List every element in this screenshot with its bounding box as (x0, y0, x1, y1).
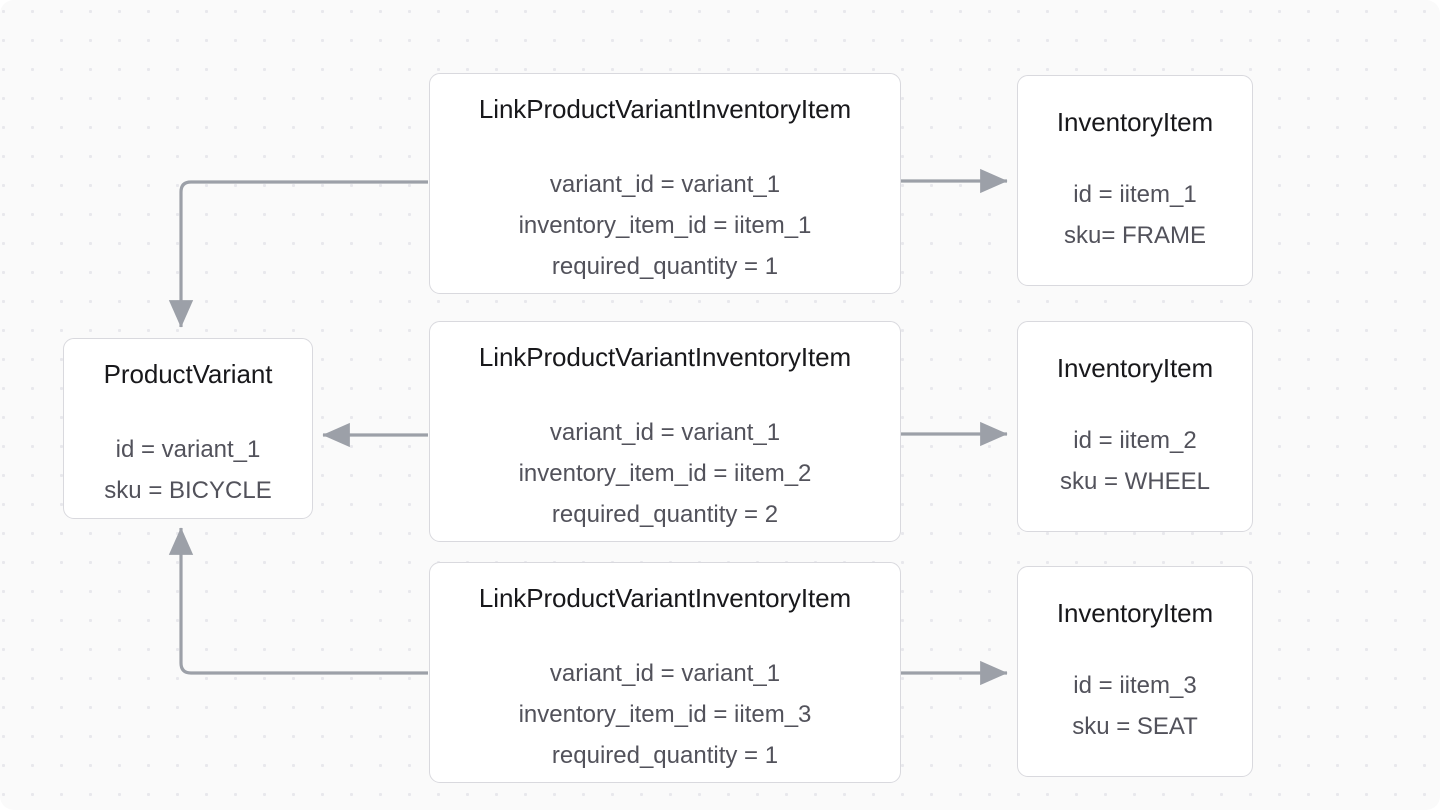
edge-link-3-to-product-variant (168, 527, 428, 675)
node-title: ProductVariant (103, 359, 273, 389)
node-attr-sku: sku = BICYCLE (104, 477, 272, 505)
node-product-variant[interactable]: ProductVariant id = variant_1 sku = BICY… (63, 338, 313, 519)
node-attributes: id = iitem_1 sku= FRAME (1064, 175, 1206, 256)
node-attr-sku: sku = SEAT (1072, 713, 1198, 741)
node-title: InventoryItem (1056, 353, 1214, 383)
node-attr-inventory-item-id: inventory_item_id = iitem_2 (518, 460, 812, 488)
node-attr-inventory-item-id: inventory_item_id = iitem_1 (518, 212, 812, 240)
node-attr-id: id = iitem_1 (1073, 181, 1197, 209)
node-link-product-variant-inventory-item-1[interactable]: LinkProductVariantInventoryItem variant_… (429, 73, 901, 294)
node-attr-id: id = iitem_2 (1073, 427, 1197, 455)
node-attr-required-quantity: required_quantity = 1 (551, 253, 779, 281)
node-attr-sku: sku = WHEEL (1059, 468, 1211, 496)
node-inventory-item-3[interactable]: InventoryItem id = iitem_3 sku = SEAT (1017, 566, 1253, 777)
node-attributes: variant_id = variant_1 inventory_item_id… (519, 165, 812, 287)
node-title: LinkProductVariantInventoryItem (478, 583, 852, 613)
node-title: InventoryItem (1056, 598, 1214, 628)
node-attr-variant-id: variant_id = variant_1 (549, 419, 781, 447)
edge-link-1-to-product-variant (168, 180, 428, 328)
node-attr-inventory-item-id: inventory_item_id = iitem_3 (518, 701, 812, 729)
node-attributes: id = iitem_3 sku = SEAT (1072, 666, 1198, 747)
node-inventory-item-1[interactable]: InventoryItem id = iitem_1 sku= FRAME (1017, 75, 1253, 286)
node-title: InventoryItem (1056, 107, 1214, 137)
node-attr-variant-id: variant_id = variant_1 (549, 171, 781, 199)
node-attributes: variant_id = variant_1 inventory_item_id… (519, 413, 812, 535)
node-attr-id: id = variant_1 (115, 436, 261, 464)
node-attr-variant-id: variant_id = variant_1 (549, 660, 781, 688)
node-attributes: variant_id = variant_1 inventory_item_id… (519, 654, 812, 776)
node-link-product-variant-inventory-item-2[interactable]: LinkProductVariantInventoryItem variant_… (429, 321, 901, 542)
node-attributes: id = variant_1 sku = BICYCLE (104, 430, 271, 511)
node-title: LinkProductVariantInventoryItem (478, 94, 852, 124)
node-attr-sku: sku= FRAME (1063, 222, 1207, 250)
node-link-product-variant-inventory-item-3[interactable]: LinkProductVariantInventoryItem variant_… (429, 562, 901, 783)
node-attributes: id = iitem_2 sku = WHEEL (1060, 421, 1210, 502)
node-title: LinkProductVariantInventoryItem (478, 342, 852, 372)
node-attr-required-quantity: required_quantity = 2 (551, 501, 779, 529)
node-attr-required-quantity: required_quantity = 1 (551, 742, 779, 770)
node-inventory-item-2[interactable]: InventoryItem id = iitem_2 sku = WHEEL (1017, 321, 1253, 532)
node-attr-id: id = iitem_3 (1073, 672, 1197, 700)
